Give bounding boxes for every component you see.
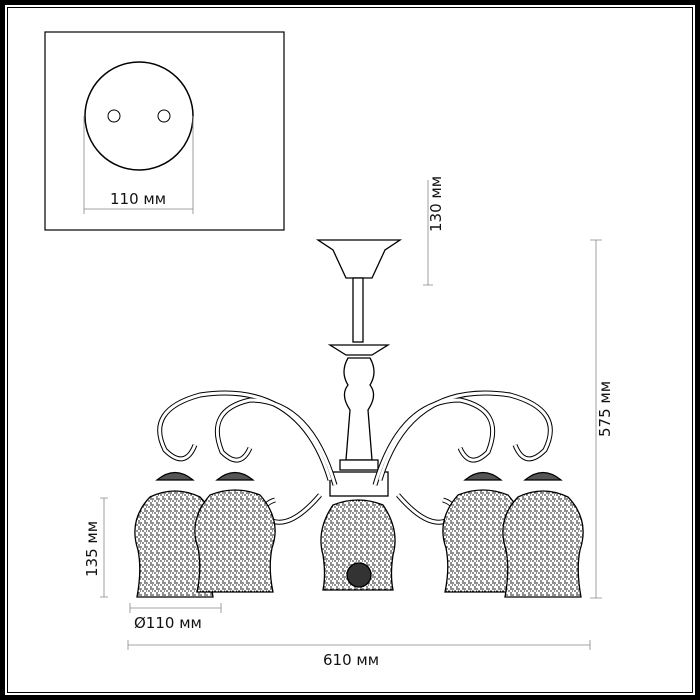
- inner-frame: [7, 7, 693, 693]
- rod: [352, 277, 364, 343]
- shade-2: [194, 471, 276, 593]
- mount-hole-left: [107, 109, 121, 123]
- mount-diameter-label: 110 мм: [110, 190, 167, 208]
- dimension-lines: [100, 180, 602, 650]
- cup: [327, 344, 391, 356]
- column: [343, 357, 375, 461]
- shade-3: [320, 499, 396, 591]
- total-height-label: 575 мм: [596, 380, 615, 438]
- mount-plate-inset: [44, 31, 285, 231]
- mount-plate-circle: [84, 61, 194, 171]
- canopy-height-label: 130 мм: [427, 175, 446, 233]
- shade-1: [134, 471, 216, 598]
- shade-5: [502, 471, 584, 598]
- shade-diameter-label: Ø110 мм: [134, 614, 202, 632]
- canopy: [315, 239, 403, 279]
- total-width-label: 610 мм: [323, 651, 380, 669]
- mount-hole-right: [157, 109, 171, 123]
- chandelier: [134, 239, 584, 598]
- shade-height-label: 135 мм: [83, 520, 102, 578]
